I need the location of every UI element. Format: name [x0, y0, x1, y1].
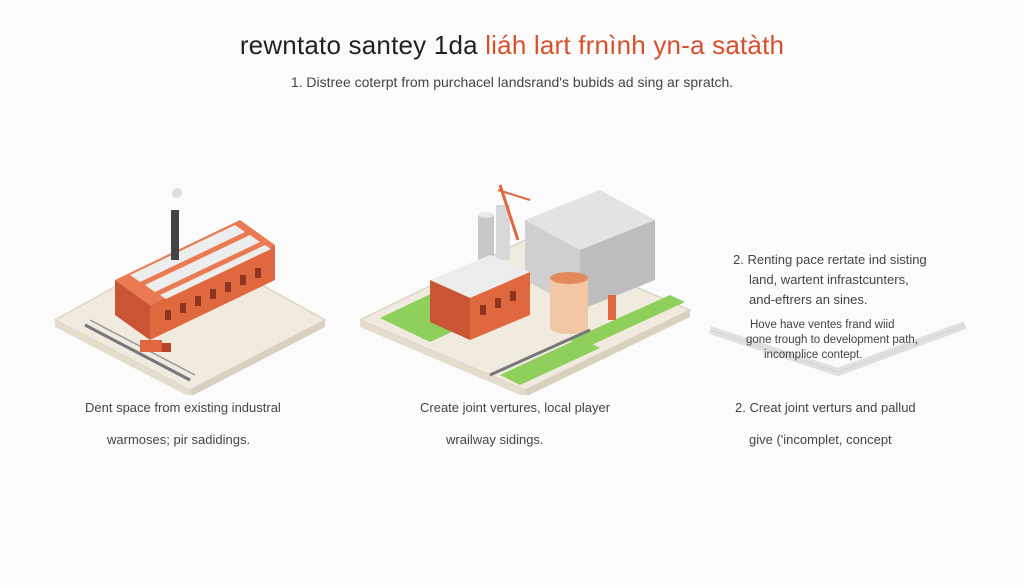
panel-1-caption: Dent space from existing industral warmo…: [85, 392, 281, 456]
side-line: and-eftrers an sines.: [749, 292, 868, 307]
panel-3-side-text: 2. Renting pace rertate ind sisting land…: [733, 250, 927, 310]
note-line: gone trough to development path,: [746, 334, 918, 346]
caption-line: warmoses; pir sadidings.: [107, 432, 251, 447]
joint-venture-site-illustration: [358, 184, 692, 395]
warehouse-illustration: [53, 188, 327, 395]
caption-line: wrailway sidings.: [446, 432, 544, 447]
caption-line: Create joint vertures, local player: [420, 400, 611, 415]
panel-2-caption: Create joint vertures, local player wrai…: [420, 392, 610, 456]
caption-line: 2. Creat joint verturs and pallud: [735, 400, 916, 415]
side-line: land, wartent infrastcunters,: [749, 272, 909, 287]
title-part-2: liáh lart frnình yn-a satàth: [485, 30, 785, 60]
page-subtitle: 1. Distree coterpt from purchacel landsr…: [290, 74, 734, 90]
note-line: Hove have ventes frand wiid: [750, 319, 895, 331]
incomplete-concept-outline: [708, 321, 967, 376]
caption-line: Dent space from existing industral: [85, 400, 281, 415]
panel-3-note: Hove have ventes frand wiid gone trough …: [746, 318, 918, 363]
page-title: rewntato santey 1da liáh lart frnình yn-…: [0, 30, 1024, 61]
panel-3-caption: 2. Creat joint verturs and pallud give (…: [735, 392, 916, 456]
caption-line: give ('incomplet, concept: [749, 432, 892, 447]
title-part-1: rewntato santey 1da: [239, 30, 478, 60]
side-line: 2. Renting pace rertate ind sisting: [733, 252, 927, 267]
note-line: incomplice contept.: [764, 349, 863, 361]
